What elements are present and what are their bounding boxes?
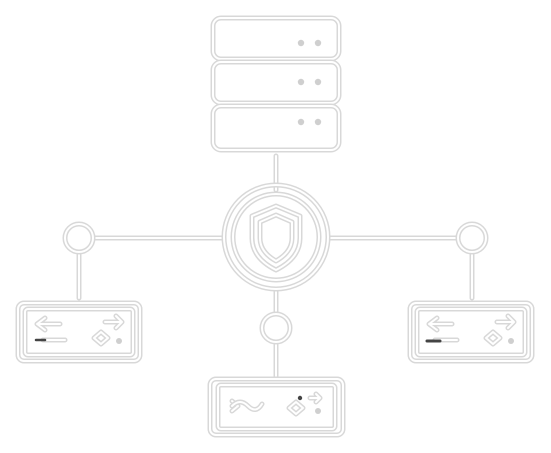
server-led-icon (297, 118, 322, 126)
server-unit-3 (210, 103, 342, 153)
switch-bottom (207, 376, 346, 438)
firewall-hub (221, 182, 331, 292)
connector-hub-right (326, 235, 475, 301)
junction-bottom (259, 311, 293, 345)
network-switch-icon (229, 391, 323, 417)
switch-left (15, 300, 143, 364)
shield-icon (249, 203, 303, 273)
network-switch-icon (34, 313, 125, 347)
junction-right (455, 221, 489, 255)
server-unit-1 (210, 15, 342, 62)
junction-left (62, 221, 96, 255)
connector-hub-left (76, 235, 226, 301)
server-led-icon (297, 78, 322, 86)
connector-lines (76, 153, 475, 379)
switch-right (407, 300, 535, 364)
server-unit-2 (210, 59, 342, 106)
server-stack (210, 15, 342, 153)
network-switch-icon (425, 313, 517, 347)
server-led-icon (297, 39, 322, 47)
